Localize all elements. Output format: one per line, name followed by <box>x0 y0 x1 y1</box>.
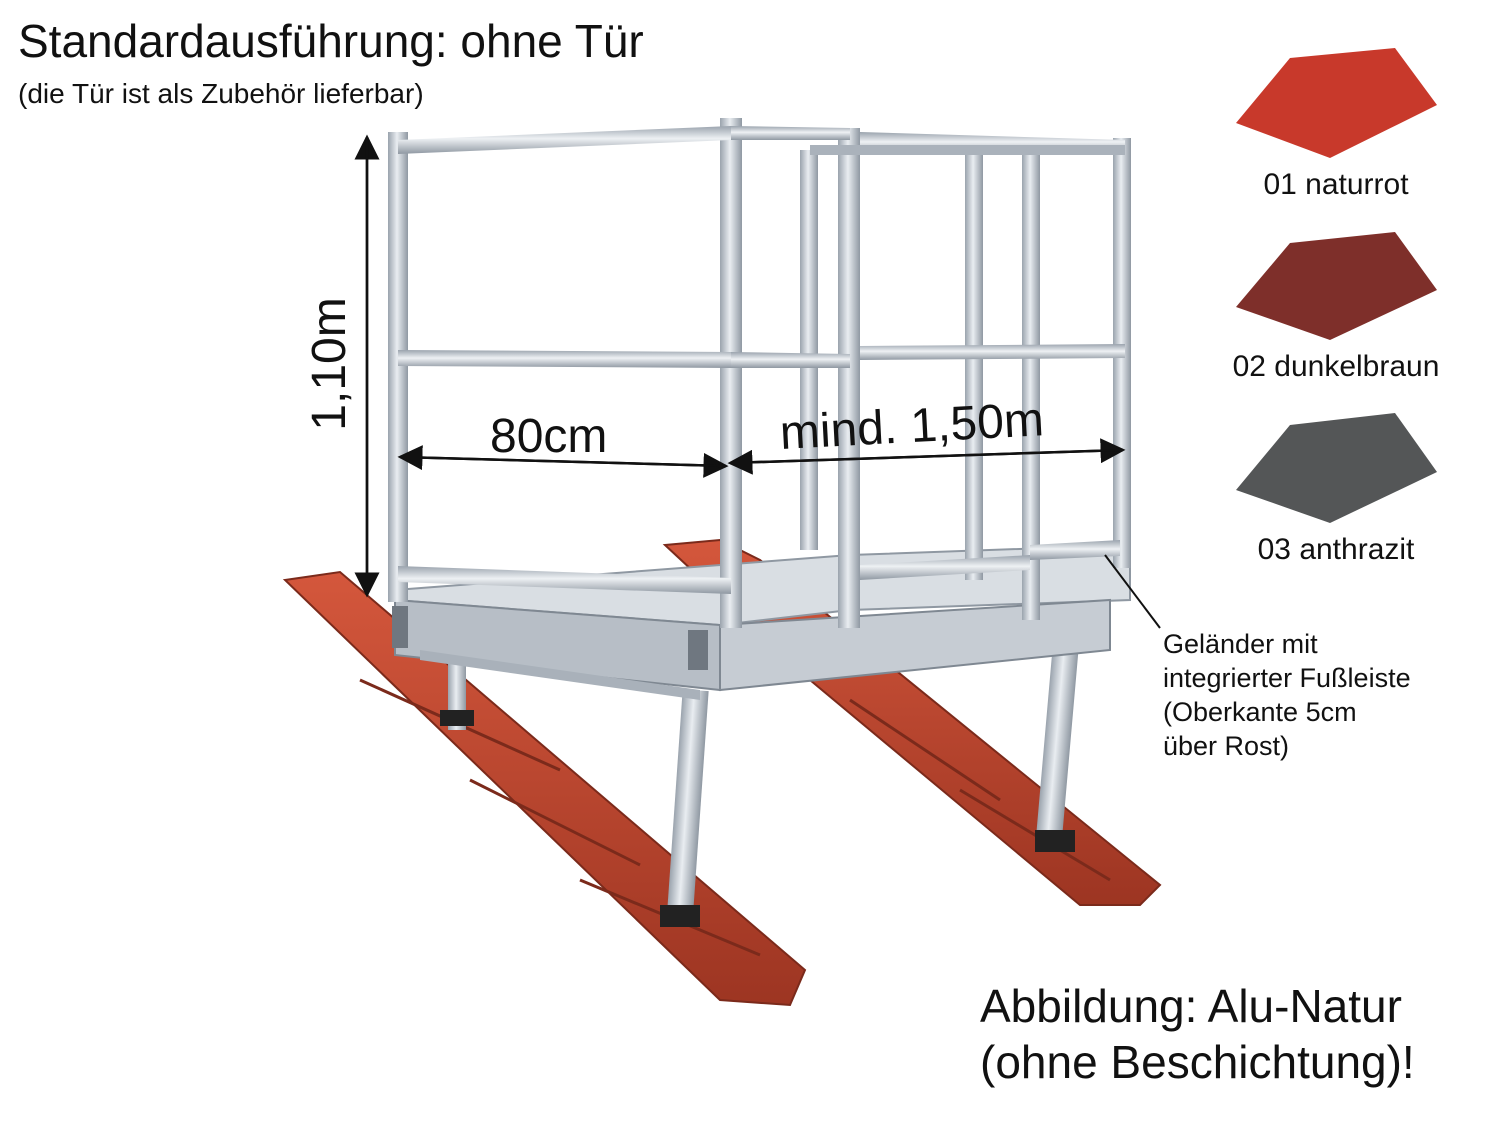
image-caption: Abbildung: Alu-Natur (ohne Beschichtung)… <box>980 978 1415 1090</box>
railing-annotation-line: integrierter Fußleiste <box>1163 663 1411 693</box>
caption-line: Abbildung: Alu-Natur <box>980 980 1402 1032</box>
swatch-label-anthrazit: 03 anthrazit <box>1257 533 1415 566</box>
swatch-dunkelbraun <box>1236 232 1437 340</box>
page-subtitle: (die Tür ist als Zubehör lieferbar) <box>18 78 424 109</box>
dimension-arrows <box>354 134 1161 629</box>
swatch-anthrazit <box>1236 413 1437 523</box>
depth-dimension-label: 80cm <box>490 410 608 463</box>
height-dimension-label: 1,10m <box>303 297 356 431</box>
railing-annotation-line: über Rost) <box>1163 731 1290 761</box>
page-title: Standardausführung: ohne Tür <box>18 15 644 67</box>
support-legs <box>440 634 1080 927</box>
swatch-naturrot <box>1236 48 1437 158</box>
railing-annotation-line: (Oberkante 5cm <box>1163 697 1357 727</box>
railing-annotation-line: Geländer mit <box>1163 629 1318 659</box>
swatch-label-naturrot: 01 naturrot <box>1263 168 1409 201</box>
color-swatches <box>1236 48 1437 523</box>
railing-annotation: Geländer mit integrierter Fußleiste (Obe… <box>1163 627 1483 763</box>
caption-line: (ohne Beschichtung)! <box>980 1036 1415 1088</box>
swatch-label-dunkelbraun: 02 dunkelbraun <box>1232 350 1440 383</box>
railing-rails <box>398 126 1125 594</box>
